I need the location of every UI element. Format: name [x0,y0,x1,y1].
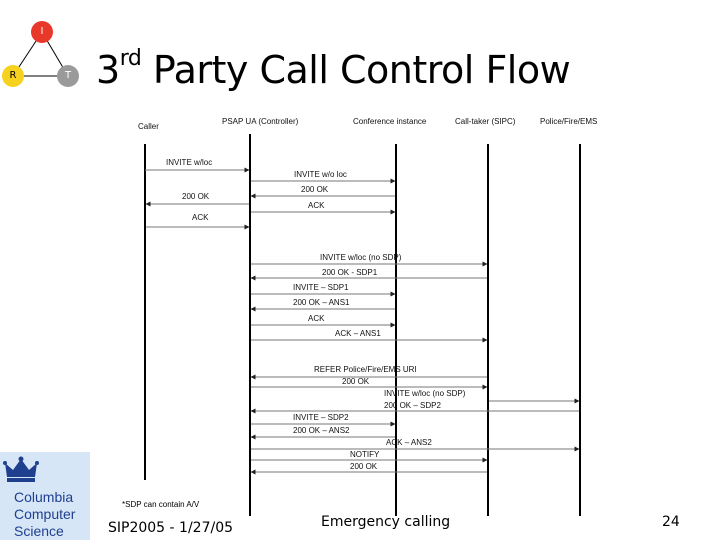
msg-label: 200 OK – ANS1 [293,298,350,307]
brand-line-1: Columbia [14,489,74,505]
columbia-branding: Columbia Computer Science [0,452,90,540]
lane-police: Police/Fire/EMS [540,117,598,126]
lane-calltaker: Call-taker (SIPC) [455,117,516,126]
lane-psap: PSAP UA (Controller) [222,117,299,126]
footer-date: SIP2005 - 1/27/05 [108,520,234,536]
msg-label: 200 OK – ANS2 [293,426,350,435]
msg-label: INVITE w/loc (no SDP) [384,389,466,398]
msg-label: 200 OK - SDP1 [322,268,378,277]
footer-title: Emergency calling [321,514,451,530]
msg-label: ACK [308,201,325,210]
logo-node-right [57,65,79,87]
msg-label: INVITE w/o loc [294,170,347,179]
logo-letter-right: T [64,70,72,81]
lane-caller: Caller [138,122,159,131]
msg-label: 200 OK [350,462,378,471]
msg-label: INVITE – SDP2 [293,413,349,422]
sdp-note: *SDP can contain A/V [122,500,200,509]
msg-label: ACK [192,213,209,222]
msg-label: INVITE w/loc [166,158,213,167]
msg-label: ACK – ANS1 [335,329,381,338]
page-number: 24 [662,514,680,530]
msg-label: NOTIFY [350,450,380,459]
msg-label: ACK [308,314,325,323]
msg-label: 200 OK – SDP2 [384,401,441,410]
msg-label: 200 OK [342,377,370,386]
diagram-lines [144,134,581,516]
msg-label: INVITE w/loc (no SDP) [320,253,402,262]
sequence-diagram: Caller PSAP UA (Controller) Conference i… [100,108,620,516]
logo-node-top [31,21,53,43]
irt-logo: I R T [0,16,90,96]
title-number: 3 [96,48,120,92]
page-title: 3rd Party Call Control Flow [96,46,571,92]
lane-conference: Conference instance [353,117,427,126]
title-text: Party Call Control Flow [152,48,571,92]
msg-label: 200 OK [301,185,329,194]
logo-graphic [2,21,79,87]
logo-letter-top: I [40,26,44,37]
title-superscript: rd [119,46,142,71]
msg-label: REFER Police/Fire/EMS URI [314,365,417,374]
msg-label: INVITE – SDP1 [293,283,349,292]
brand-line-3: Science [14,523,64,539]
brand-line-2: Computer [14,506,76,522]
logo-node-left [2,65,24,87]
msg-label: 200 OK [182,192,210,201]
logo-letter-left: R [9,70,17,81]
crown-icon [3,456,39,482]
msg-label: ACK – ANS2 [386,438,432,447]
